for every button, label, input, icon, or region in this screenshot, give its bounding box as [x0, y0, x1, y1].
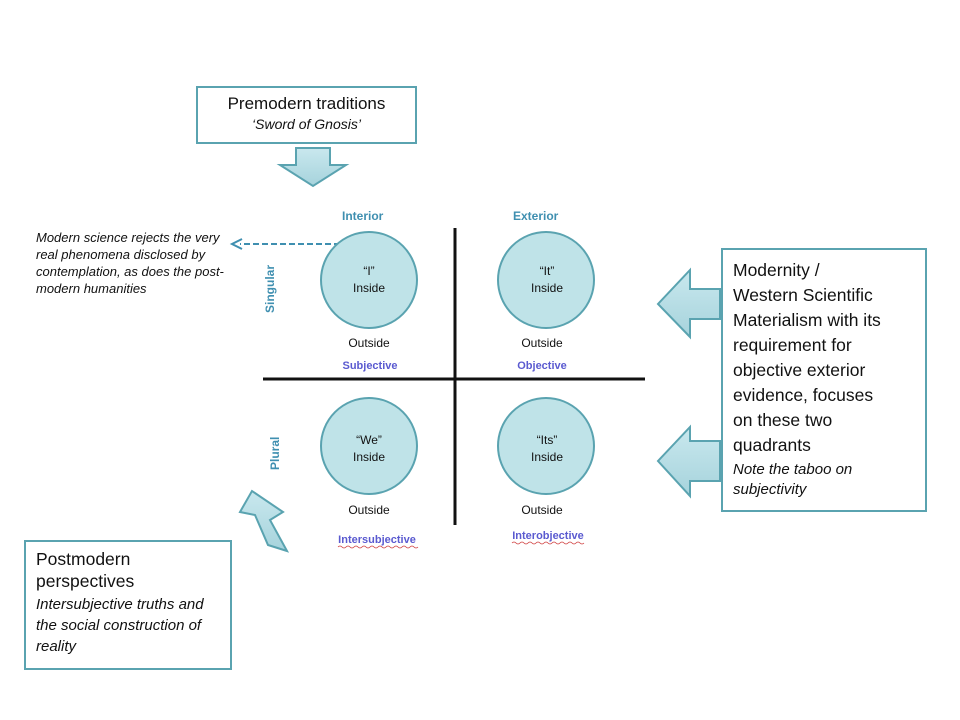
premodern-title: Premodern traditions [227, 94, 386, 113]
it-type-label: Objective [517, 360, 567, 372]
diagonal-arrow-icon [238, 489, 290, 553]
modernity-text: Modernity / Western Scientific Materiali… [733, 260, 881, 455]
it-label: “It” [540, 264, 555, 278]
we-outside: Outside [348, 503, 390, 517]
we-label: “We” [356, 433, 382, 447]
premodern-subtitle: ‘Sword of Gnosis’ [252, 116, 361, 132]
premodern-box: Premodern traditions ‘Sword of Gnosis’ [196, 86, 417, 144]
i-outside: Outside [348, 336, 390, 350]
it-outside: Outside [521, 336, 563, 350]
left-arrow-upper-icon [656, 267, 721, 340]
it-inside: Inside [531, 281, 563, 295]
i-label: “I” [363, 264, 374, 278]
its-label: “Its” [537, 433, 558, 447]
squiggle-intersubjective [337, 545, 419, 549]
exterior-label: Exterior [513, 209, 559, 223]
plural-label: Plural [268, 437, 282, 470]
postmodern-title: Postmodern perspectives [36, 549, 135, 591]
dashed-arrow-head-icon [229, 238, 243, 250]
left-arrow-lower-icon [656, 424, 721, 499]
modernity-note: Note the taboo on subjectivity [733, 461, 853, 498]
squiggle-interobjective [511, 541, 585, 545]
we-type-label: Intersubjective [338, 534, 416, 546]
its-outside: Outside [521, 503, 563, 517]
its-inside: Inside [531, 450, 563, 464]
its-circle [497, 397, 595, 495]
modernity-box: Modernity / Western Scientific Materiali… [721, 248, 927, 512]
it-circle [497, 231, 595, 329]
postmodern-box: Postmodern perspectives Intersubjective … [24, 540, 232, 670]
its-type-label: Interobjective [512, 530, 584, 542]
we-circle [320, 397, 418, 495]
we-inside: Inside [353, 450, 385, 464]
i-type-label: Subjective [342, 360, 397, 372]
i-inside: Inside [353, 281, 385, 295]
interior-label: Interior [342, 209, 384, 223]
down-arrow-icon [276, 147, 350, 188]
postmodern-subtitle: Intersubjective truths and the social co… [36, 596, 204, 655]
singular-label: Singular [263, 265, 277, 313]
science-note: Modern science rejects the very real phe… [36, 230, 224, 296]
i-circle [320, 231, 418, 329]
